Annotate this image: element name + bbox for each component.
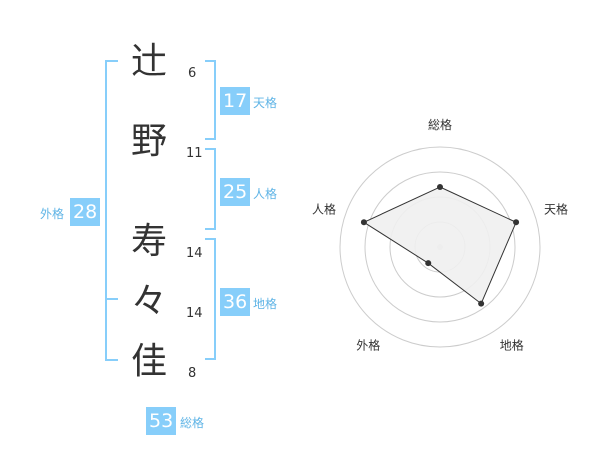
tenkaku-bracket	[205, 60, 216, 140]
name-char-4: 々	[130, 281, 167, 322]
name-char-5: 佳	[130, 341, 167, 382]
gaikaku-bracket	[105, 60, 118, 361]
name-char-2: 野	[130, 121, 167, 162]
radar-axis-label-1: 総格	[428, 117, 452, 132]
stroke-count-3: 14	[186, 246, 203, 261]
stroke-count-1: 6	[188, 66, 197, 81]
soukaku-label: 総格	[180, 416, 205, 430]
gaikaku-bracket-tick	[105, 298, 118, 300]
stroke-count-5: 8	[188, 366, 197, 381]
stroke-count-4: 14	[186, 306, 203, 321]
tenkaku-label: 天格	[253, 96, 278, 110]
radar-axis-label-5: 人格	[312, 201, 336, 216]
jinkaku-bracket	[205, 148, 216, 230]
radar-point-3	[478, 300, 485, 307]
jinkaku-label: 人格	[253, 187, 278, 201]
radar-axis-label-3: 地格	[500, 338, 524, 353]
radar-axis-label-4: 外格	[356, 338, 380, 353]
radar-series-polygon	[362, 186, 517, 305]
tenkaku-value-badge: 17	[220, 87, 251, 115]
name-char-3: 寿	[130, 221, 167, 262]
radar-ring-4	[339, 146, 541, 348]
chikaku-value-badge: 36	[220, 288, 251, 316]
radar-point-2	[513, 219, 520, 226]
soukaku-value-badge: 53	[146, 407, 177, 435]
chikaku-label: 地格	[253, 297, 278, 311]
gaikaku-value-badge: 28	[70, 198, 101, 226]
radar-point-4	[425, 260, 432, 267]
chikaku-bracket	[205, 238, 216, 360]
stroke-count-2: 11	[186, 146, 203, 161]
name-char-1: 辻	[130, 41, 167, 82]
jinkaku-value-badge: 25	[220, 178, 251, 206]
radar-point-1	[437, 184, 443, 190]
radar-ring-3	[364, 171, 516, 323]
radar-point-5	[360, 219, 367, 226]
radar-axis-label-2: 天格	[544, 201, 568, 216]
radar-points	[360, 184, 520, 307]
gaikaku-label: 外格	[40, 207, 65, 221]
